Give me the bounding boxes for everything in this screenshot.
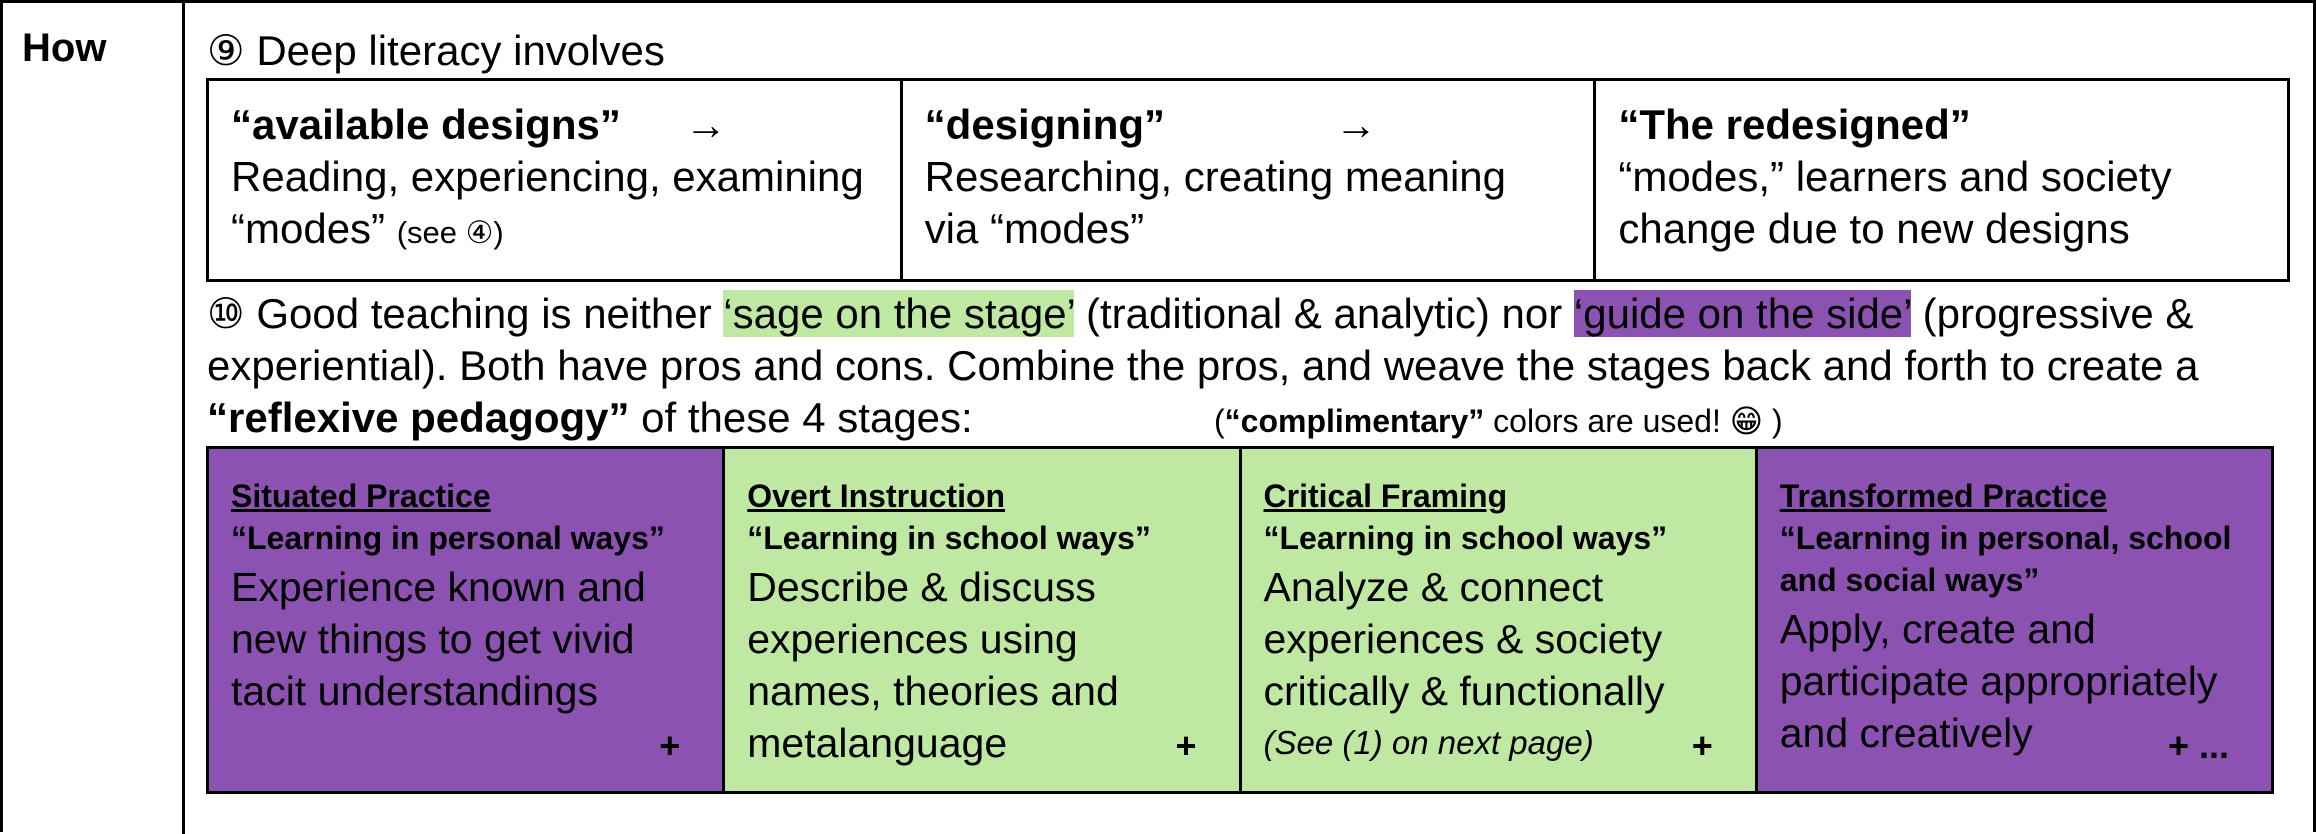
note-bold: “complimentary” — [1224, 403, 1485, 439]
stage-subtitle: “Learning in personal, school and social… — [1779, 520, 2232, 598]
column-divider — [182, 0, 185, 834]
right-arrow-icon: → — [1335, 101, 1378, 148]
right-arrow-icon: → — [684, 101, 727, 148]
guide-on-side-highlight: ‘guide on the side’ — [1573, 290, 1911, 337]
plus-more-icon: + ... — [2167, 725, 2229, 766]
stage-transformed-practice: Transformed Practice “Learning in person… — [1757, 449, 2271, 791]
good-teaching-paragraph: ⑩ Good teaching is neither ‘sage on the … — [207, 288, 2307, 444]
stage-description: Apply, create and participate appropriat… — [1779, 606, 2218, 756]
stage-subtitle: “Learning in school ways” — [1263, 520, 1668, 556]
sage-on-stage-highlight: ‘sage on the stage’ — [723, 290, 1075, 337]
stage-description: Describe & discuss experiences using nam… — [747, 564, 1119, 766]
flow-body-2: via “modes” — [924, 205, 1145, 252]
marker-10: ⑩ — [207, 290, 245, 337]
plus-icon: + — [1175, 725, 1197, 766]
note-rest: colors are used! 😁 ) — [1484, 403, 1783, 439]
stage-description: Experience known and new things to get v… — [231, 564, 646, 714]
design-flow-table: “available designs” → Reading, experienc… — [206, 78, 2290, 282]
stage-critical-framing: Critical Framing “Learning in school way… — [1241, 449, 1758, 791]
stage-note: (See (1) on next page) — [1263, 724, 1594, 761]
reflexive-pedagogy-term: “reflexive pedagogy” — [207, 394, 630, 441]
flow-title: “available designs” — [231, 101, 621, 148]
row-label: How — [22, 26, 107, 70]
stage-subtitle: “Learning in school ways” — [747, 520, 1151, 556]
flow-body: Reading, experiencing, examining — [231, 153, 864, 200]
flow-body-2: change due to new designs — [1618, 205, 2130, 252]
text-part: (traditional & analytic) nor — [1074, 290, 1574, 337]
stage-title: Situated Practice — [231, 478, 491, 514]
flow-note: (see ④) — [396, 215, 504, 250]
plus-icon: + — [659, 725, 681, 766]
stage-overt-instruction: Overt Instruction “Learning in school wa… — [725, 449, 1242, 791]
deep-literacy-text: Deep literacy involves — [256, 27, 665, 74]
note-open: ( — [1214, 403, 1225, 439]
stage-title: Critical Framing — [1263, 478, 1508, 514]
stage-subtitle: “Learning in personal ways” — [231, 520, 665, 556]
flow-body-2: “modes” — [231, 205, 386, 252]
marker-9: ⑨ — [207, 27, 245, 74]
deep-literacy-heading: ⑨ Deep literacy involves — [207, 26, 665, 75]
stage-title: Overt Instruction — [747, 478, 1006, 514]
plus-icon: + — [1691, 725, 1713, 766]
stage-description: Analyze & connect experiences & society … — [1263, 564, 1665, 714]
flow-title: “The redesigned” — [1618, 101, 1971, 148]
pedagogy-stages-table: Situated Practice “Learning in personal … — [206, 446, 2274, 794]
flow-cell-redesigned: “The redesigned” “modes,” learners and s… — [1596, 81, 2287, 279]
flow-title: “designing” — [924, 101, 1166, 148]
flow-cell-available-designs: “available designs” → Reading, experienc… — [209, 81, 903, 279]
text-part: (progressive & experiential). Both have … — [207, 290, 2199, 389]
flow-body: Researching, creating meaning — [924, 153, 1507, 200]
complimentary-colors-note: (“complimentary” colors are used! 😁 ) — [1214, 402, 1783, 440]
text-part: of these 4 stages: — [629, 394, 973, 441]
flow-body: “modes,” learners and society — [1618, 153, 2172, 200]
flow-cell-designing: “designing” → Researching, creating mean… — [903, 81, 1597, 279]
stage-title: Transformed Practice — [1779, 478, 2107, 514]
text-part: Good teaching is neither — [256, 290, 724, 337]
stage-situated-practice: Situated Practice “Learning in personal … — [209, 449, 726, 791]
